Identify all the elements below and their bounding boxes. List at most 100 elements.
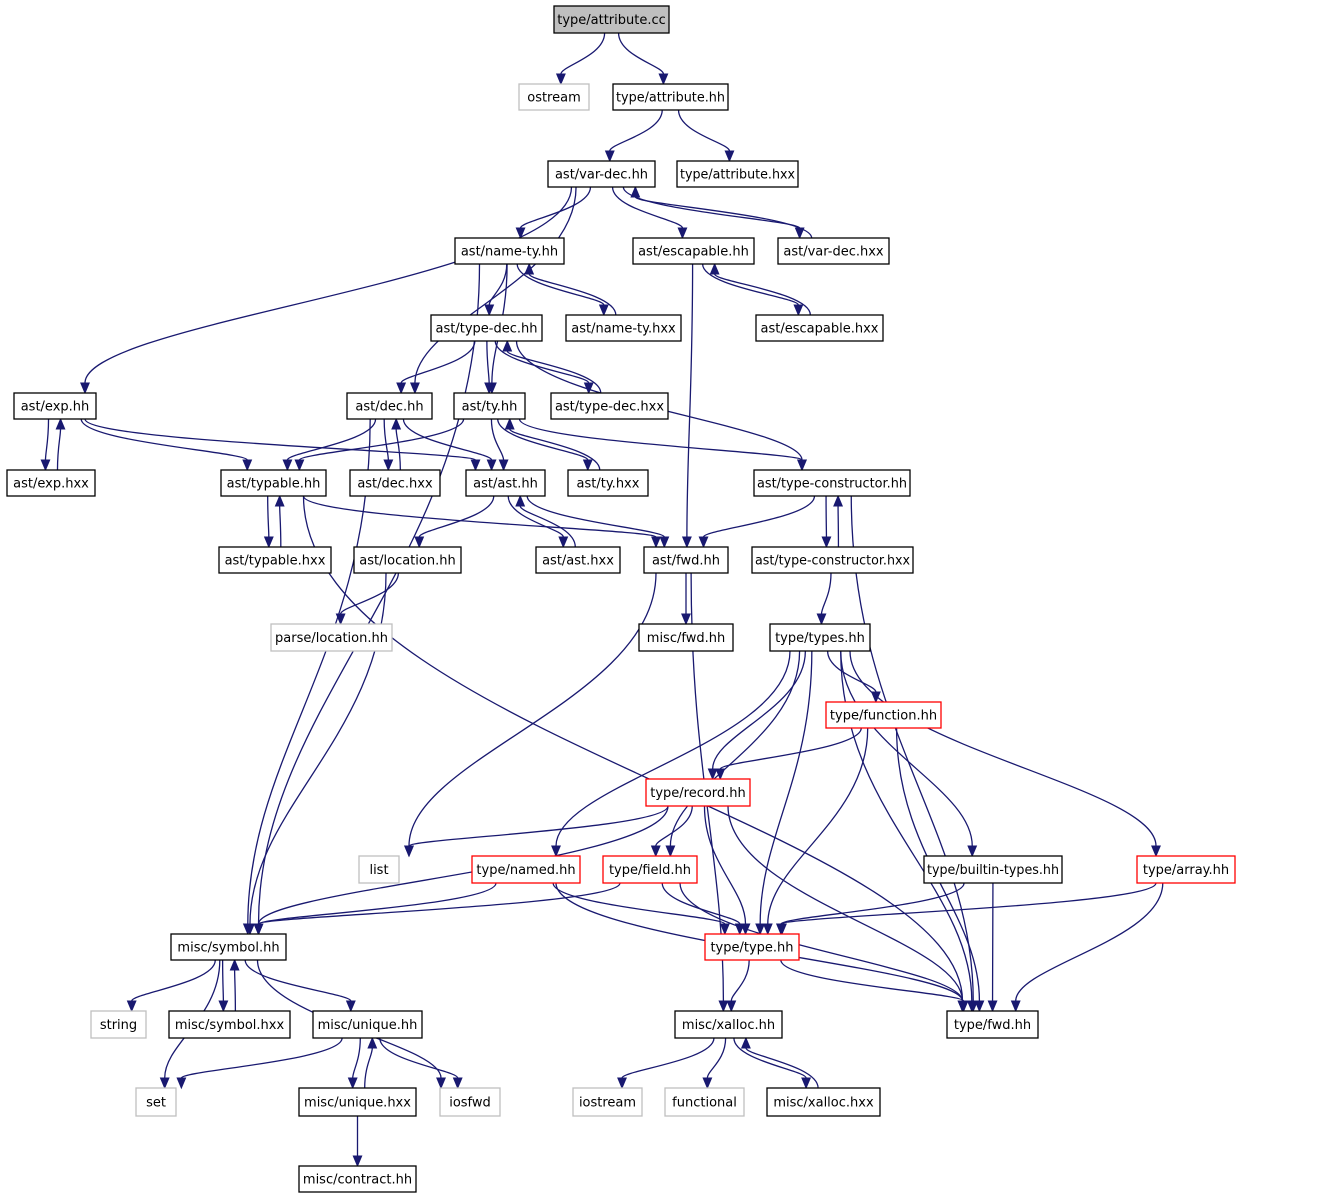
node-attribute-hxx[interactable]: type/attribute.hxx — [676, 160, 799, 188]
node-label: ast/type-dec.hxx — [555, 400, 664, 415]
node-symbol-hh[interactable]: misc/symbol.hh — [170, 933, 287, 961]
node-box — [218, 546, 332, 574]
node-functional: functional — [664, 1087, 745, 1117]
node-type-constructor-hh[interactable]: ast/type-constructor.hh — [753, 469, 911, 497]
node-list: list — [358, 855, 400, 884]
edge-type_constructor_hh-to-type_constructor_hxx — [821, 495, 832, 549]
node-ast-fwd-hh[interactable]: ast/fwd.hh — [643, 546, 729, 574]
edges-layer — [40, 32, 1164, 1168]
edge-types_hh-to-type_hh — [755, 650, 813, 936]
edge-ast_hh-to-ast_fwd_hh — [526, 495, 670, 549]
node-unique-hh[interactable]: misc/unique.hh — [312, 1010, 423, 1039]
edge-exp_hxx-to-exp_hh — [55, 417, 66, 471]
node-parse-location-hh: parse/location.hh — [270, 623, 393, 652]
node-box — [270, 623, 393, 652]
node-location-hh[interactable]: ast/location.hh — [353, 546, 462, 574]
edge-escapable_hh-to-ast_fwd_hh — [681, 263, 694, 549]
node-label: ast/var-dec.hh — [555, 168, 648, 183]
node-contract-hh[interactable]: misc/contract.hh — [298, 1165, 417, 1193]
edge-symbol_hh-to-unique_hh — [244, 959, 356, 1013]
node-box — [777, 237, 890, 265]
node-xalloc-hh[interactable]: misc/xalloc.hh — [674, 1010, 783, 1039]
edge-types_hh-to-named_hh — [551, 650, 791, 858]
node-symbol-hxx[interactable]: misc/symbol.hxx — [168, 1010, 291, 1039]
node-types-hh[interactable]: type/types.hh — [769, 623, 871, 652]
node-var-dec-hxx[interactable]: ast/var-dec.hxx — [777, 237, 890, 265]
edge-unique_hh-to-unique_hxx — [347, 1037, 361, 1090]
edge-ast_fwd_hh-to-misc_fwd_hh — [681, 573, 691, 626]
node-label: type/function.hh — [830, 709, 937, 724]
node-type-constructor-hxx[interactable]: ast/type-constructor.hxx — [751, 546, 914, 574]
node-box — [518, 83, 590, 111]
node-name-ty-hh[interactable]: ast/name-ty.hh — [454, 237, 565, 265]
node-type-dec-hh[interactable]: ast/type-dec.hh — [430, 314, 543, 342]
edge-types_hh-to-builtin_types_hh — [840, 650, 978, 858]
edge-xalloc_hh-to-functional — [702, 1037, 727, 1090]
node-box — [674, 1010, 783, 1039]
edge-var_dec_hh-to-dec_hh — [409, 186, 577, 395]
edge-xalloc_hh-to-iostream — [617, 1037, 715, 1090]
node-string: string — [90, 1010, 147, 1039]
node-named-hh[interactable]: type/named.hh — [471, 855, 581, 884]
node-label: ast/ty.hh — [462, 400, 518, 415]
node-label: list — [369, 863, 388, 878]
edge-attribute_cc-to-attribute_hh — [617, 32, 669, 86]
edge-ast_hh-to-ast_hxx — [507, 495, 569, 549]
node-attribute-cc[interactable]: type/attribute.cc — [553, 5, 670, 34]
node-type-hh[interactable]: type/type.hh — [704, 933, 800, 961]
node-misc-fwd-hh[interactable]: misc/fwd.hh — [638, 623, 734, 652]
edge-var_dec_hh-to-var_dec_hxx — [622, 186, 805, 240]
node-box — [923, 855, 1063, 884]
node-box — [676, 160, 799, 188]
edge-record_hh-to-field_hh — [650, 805, 693, 858]
node-exp-hxx[interactable]: ast/exp.hxx — [6, 469, 96, 497]
node-dec-hh[interactable]: ast/dec.hh — [346, 392, 433, 420]
node-label: ast/type-dec.hh — [436, 322, 538, 337]
node-ast-hh[interactable]: ast/ast.hh — [465, 469, 546, 497]
node-label: ostream — [527, 91, 581, 106]
node-label: iosfwd — [449, 1096, 491, 1111]
node-label: set — [146, 1096, 166, 1111]
node-box — [168, 1010, 291, 1039]
node-builtin-types-hh[interactable]: type/builtin-types.hh — [923, 855, 1063, 884]
edge-name_ty_hh-to-name_ty_hxx — [516, 263, 609, 317]
node-xalloc-hxx[interactable]: misc/xalloc.hxx — [766, 1087, 881, 1117]
edge-ty_hh-to-ast_hh — [490, 418, 509, 472]
node-dec-hxx[interactable]: ast/dec.hxx — [349, 469, 441, 497]
edge-unique_hxx-to-contract_hh — [352, 1116, 363, 1168]
node-exp-hh[interactable]: ast/exp.hh — [13, 392, 97, 420]
node-ty-hxx[interactable]: ast/ty.hxx — [567, 469, 649, 497]
node-type-fwd-hh[interactable]: type/fwd.hh — [946, 1010, 1039, 1039]
node-array-hh[interactable]: type/array.hh — [1136, 855, 1236, 884]
node-field-hh[interactable]: type/field.hh — [602, 855, 698, 884]
node-box — [430, 314, 543, 342]
edge-ty_hh-to-type_constructor_hh — [518, 418, 807, 472]
node-label: ast/exp.hh — [21, 400, 90, 415]
node-ty-hh[interactable]: ast/ty.hh — [453, 392, 526, 420]
node-escapable-hxx[interactable]: ast/escapable.hxx — [755, 314, 884, 342]
edge-var_dec_hh-to-exp_hh — [80, 186, 573, 395]
edge-type_hh-to-type_fwd_hh — [780, 959, 969, 1013]
node-type-dec-hxx[interactable]: ast/type-dec.hxx — [550, 392, 669, 420]
edge-field_hh-to-symbol_hh — [253, 882, 621, 936]
node-label: misc/xalloc.hh — [682, 1018, 775, 1033]
edge-ast_hh-to-location_hh — [414, 495, 495, 549]
node-label: ast/escapable.hh — [638, 245, 749, 260]
node-name-ty-hxx[interactable]: ast/name-ty.hxx — [565, 314, 682, 342]
node-box — [471, 855, 581, 884]
node-typable-hxx[interactable]: ast/typable.hxx — [218, 546, 332, 574]
edge-var_dec_hh-to-name_ty_hh — [515, 186, 592, 240]
node-unique-hxx[interactable]: misc/unique.hxx — [298, 1087, 417, 1117]
edge-type_dec_hh-to-ty_hh — [484, 340, 495, 395]
node-function-hh[interactable]: type/function.hh — [825, 701, 942, 729]
node-var-dec-hh[interactable]: ast/var-dec.hh — [547, 160, 656, 188]
node-escapable-hh[interactable]: ast/escapable.hh — [632, 237, 755, 265]
edge-symbol_hxx-to-symbol_hh — [229, 958, 240, 1012]
node-record-hh[interactable]: type/record.hh — [645, 778, 751, 807]
edge-dec_hxx-to-dec_hh — [391, 417, 402, 471]
node-typable-hh[interactable]: ast/typable.hh — [220, 469, 327, 497]
edge-named_hh-to-type_hh — [552, 882, 730, 936]
node-attribute-hh[interactable]: type/attribute.hh — [612, 83, 729, 111]
node-ast-hxx[interactable]: ast/ast.hxx — [535, 546, 621, 574]
